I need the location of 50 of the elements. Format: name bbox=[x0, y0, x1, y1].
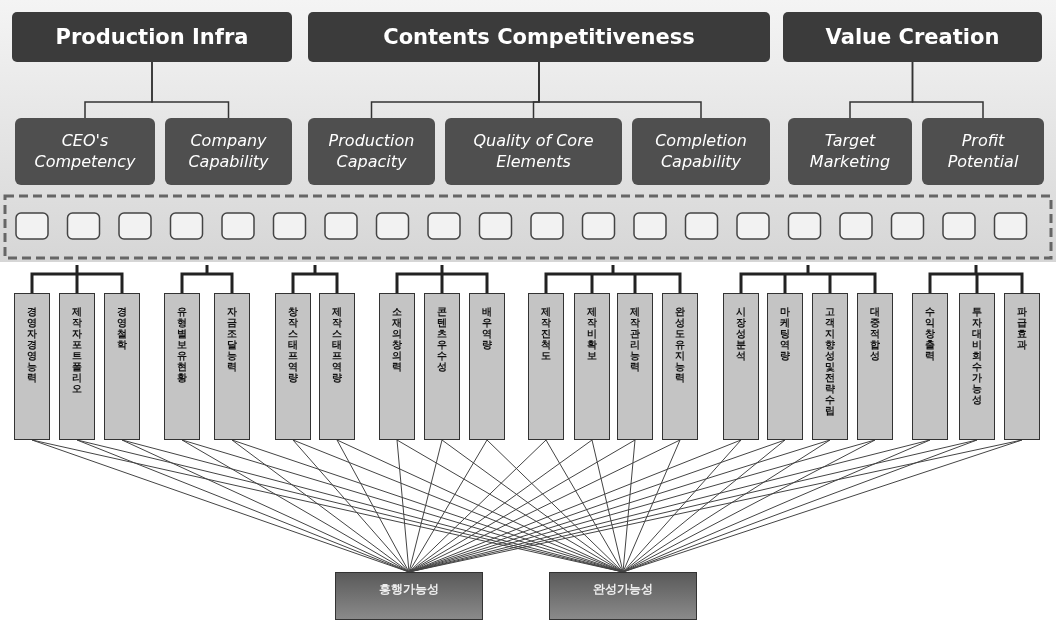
category-header: Production Infra bbox=[12, 12, 292, 62]
connector-line bbox=[151, 61, 230, 119]
category-header: Value Creation bbox=[783, 12, 1042, 62]
connector-line bbox=[622, 439, 786, 573]
connector-line bbox=[408, 439, 593, 573]
connector-line bbox=[486, 439, 624, 573]
item-box: 제작관리 능력 bbox=[617, 293, 653, 440]
item-box: 고객 지향성 및 전략수립 bbox=[812, 293, 848, 440]
item-box: 제작 스태프 역량 bbox=[319, 293, 355, 440]
item-box: 경영자 경영능력 bbox=[14, 293, 50, 440]
connector-line bbox=[591, 439, 624, 573]
item-box: 제작자 포트폴리오 bbox=[59, 293, 95, 440]
item-box: 창작 스태프 역량 bbox=[275, 293, 311, 440]
item-box: 마케팅역량 bbox=[767, 293, 803, 440]
item-box: 완성도 유지 능력 bbox=[662, 293, 698, 440]
item-box: 소재의 창의력 bbox=[379, 293, 415, 440]
connector-line bbox=[538, 61, 702, 119]
item-box: 투자대비 회수가능성 bbox=[959, 293, 995, 440]
factor-box: Production Capacity bbox=[308, 118, 435, 185]
factor-box: Target Marketing bbox=[788, 118, 912, 185]
connector-line bbox=[408, 439, 443, 573]
connector-line bbox=[545, 439, 624, 573]
connector-line bbox=[622, 439, 636, 573]
item-box: 시장성분석 bbox=[723, 293, 759, 440]
item-box: 파급효과 bbox=[1004, 293, 1040, 440]
outcome-box: 완성가능성 bbox=[549, 572, 697, 620]
item-box: 자금조달능력 bbox=[214, 293, 250, 440]
item-box: 콘텐츠 우수성 bbox=[424, 293, 460, 440]
item-box: 경영철학 bbox=[104, 293, 140, 440]
item-box: 제작 진척도 bbox=[528, 293, 564, 440]
item-box: 유형별 보유현황 bbox=[164, 293, 200, 440]
connector-line bbox=[231, 439, 410, 573]
category-header: Contents Competitiveness bbox=[308, 12, 770, 62]
item-box: 대중적합성 bbox=[857, 293, 893, 440]
factor-box: Completion Capability bbox=[632, 118, 770, 185]
factor-box: Quality of Core Elements bbox=[445, 118, 622, 185]
factor-box: Profit Potential bbox=[922, 118, 1044, 185]
item-box: 수익창출력 bbox=[912, 293, 948, 440]
connector-line bbox=[396, 439, 410, 573]
outcome-box: 흥행가능성 bbox=[335, 572, 483, 620]
factor-box: Company Capability bbox=[165, 118, 292, 185]
factor-box: CEO's Competency bbox=[15, 118, 155, 185]
item-box: 제작비 확보 bbox=[574, 293, 610, 440]
connector-line bbox=[336, 439, 410, 573]
connector-line bbox=[622, 439, 742, 573]
connector-line bbox=[408, 439, 488, 573]
connector-line bbox=[911, 61, 984, 119]
connector-line bbox=[622, 439, 681, 573]
connector-line bbox=[292, 439, 410, 573]
item-box: 배우역량 bbox=[469, 293, 505, 440]
